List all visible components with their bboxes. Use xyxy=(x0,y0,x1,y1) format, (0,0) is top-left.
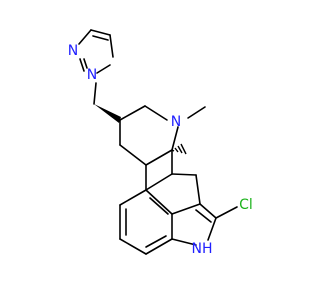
atom-label-imidazole-n-ring: N xyxy=(87,67,97,83)
bond-bz-4b xyxy=(145,235,167,248)
atom-labels: N N N Cl NH xyxy=(68,43,253,257)
bond-bz-4 xyxy=(145,238,173,255)
bond-pyr-3 xyxy=(171,238,197,246)
bond-imidazole-2 xyxy=(90,29,111,36)
bond-imidazole-5 xyxy=(96,64,111,74)
bond-imidazole-4 xyxy=(79,58,85,72)
atom-label-indole-nh: NH xyxy=(192,241,213,257)
bond-pip-1 xyxy=(119,105,146,121)
bond-imidazole-4b xyxy=(83,58,88,69)
bond-bz-5 xyxy=(119,238,147,255)
bond-pip-6 xyxy=(145,149,173,166)
bond-pip-2 xyxy=(144,105,168,121)
bond-n-methyl xyxy=(187,106,206,119)
atom-label-imidazole-n-top: N xyxy=(68,43,78,59)
bond-imidazole-2b xyxy=(92,35,109,41)
bond-pyr-2 xyxy=(207,217,217,241)
bond-c-2 xyxy=(145,173,173,191)
bond-bz-2b xyxy=(149,197,169,215)
bond-c-4 xyxy=(171,173,197,176)
bond-pyr-1b xyxy=(195,209,212,223)
bond-n-ch2 xyxy=(93,82,97,105)
bond-pip-5 xyxy=(119,144,147,166)
bond-imidazole-1 xyxy=(78,29,92,45)
bond-c-cl xyxy=(215,206,238,219)
wedge-bond xyxy=(94,104,121,123)
hash-bond xyxy=(171,143,187,155)
bond-bz-2 xyxy=(145,189,173,215)
bond-imidazole-3 xyxy=(109,34,114,58)
bond-bz-1 xyxy=(119,189,147,206)
bond-pyr-4 xyxy=(171,203,201,215)
bond-c-5 xyxy=(195,174,201,205)
molecule-structure-diagram: N N N Cl NH xyxy=(68,29,253,257)
atom-label-chloro: Cl xyxy=(239,197,253,213)
bonds xyxy=(78,29,238,255)
atom-label-piperidine-n: N xyxy=(171,114,181,130)
bond-pip-3 xyxy=(171,126,179,151)
bond-pyr-1 xyxy=(199,203,217,219)
